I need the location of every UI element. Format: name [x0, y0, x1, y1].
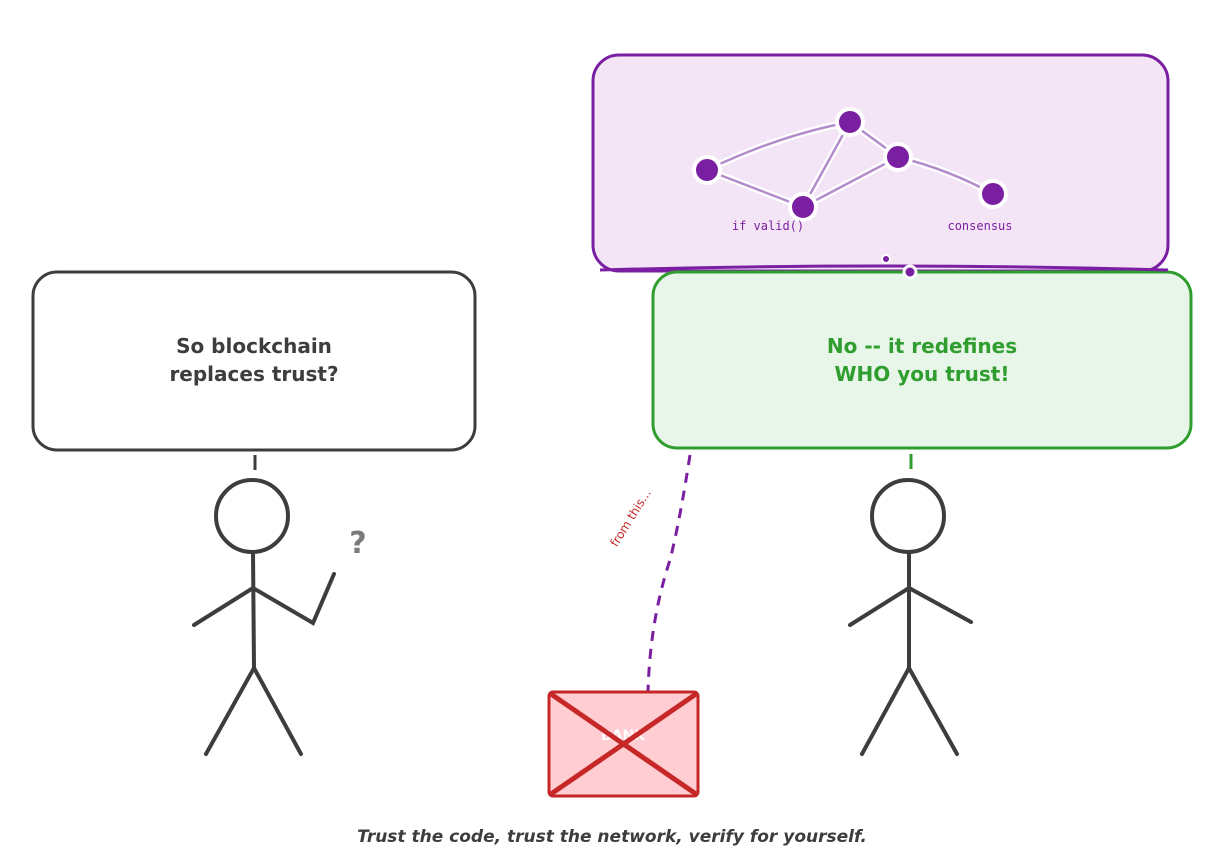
node	[978, 179, 1008, 209]
arrow-label: from this...	[607, 487, 653, 550]
node	[883, 142, 913, 172]
thought-bubble-bottom	[599, 264, 1169, 272]
node	[692, 155, 722, 185]
right-bubble-line2: WHO you trust!	[835, 362, 1010, 386]
cross-out-icon	[549, 691, 698, 797]
right-stick-figure	[848, 478, 973, 756]
left-bubble-line1: So blockchain	[176, 334, 332, 358]
left-stick-figure	[192, 478, 336, 756]
right-bubble-line1: No -- it redefines	[827, 334, 1017, 358]
dashed-connector	[646, 454, 692, 693]
node	[788, 192, 818, 222]
thought-dot	[881, 254, 891, 264]
node	[835, 107, 865, 137]
label-consensus: consensus	[947, 219, 1012, 233]
network-nodes	[692, 107, 1008, 222]
caption: Trust the code, trust the network, verif…	[357, 827, 867, 847]
left-speech-bubble	[31, 270, 477, 452]
right-speech-bubble	[651, 270, 1193, 450]
bank-label: BANK	[601, 728, 646, 744]
label-if-valid: if valid()	[732, 219, 804, 233]
question-mark: ?	[349, 526, 366, 561]
network-edges	[706, 120, 994, 209]
thought-dot	[902, 264, 918, 280]
left-bubble-line2: replaces trust?	[169, 362, 338, 386]
